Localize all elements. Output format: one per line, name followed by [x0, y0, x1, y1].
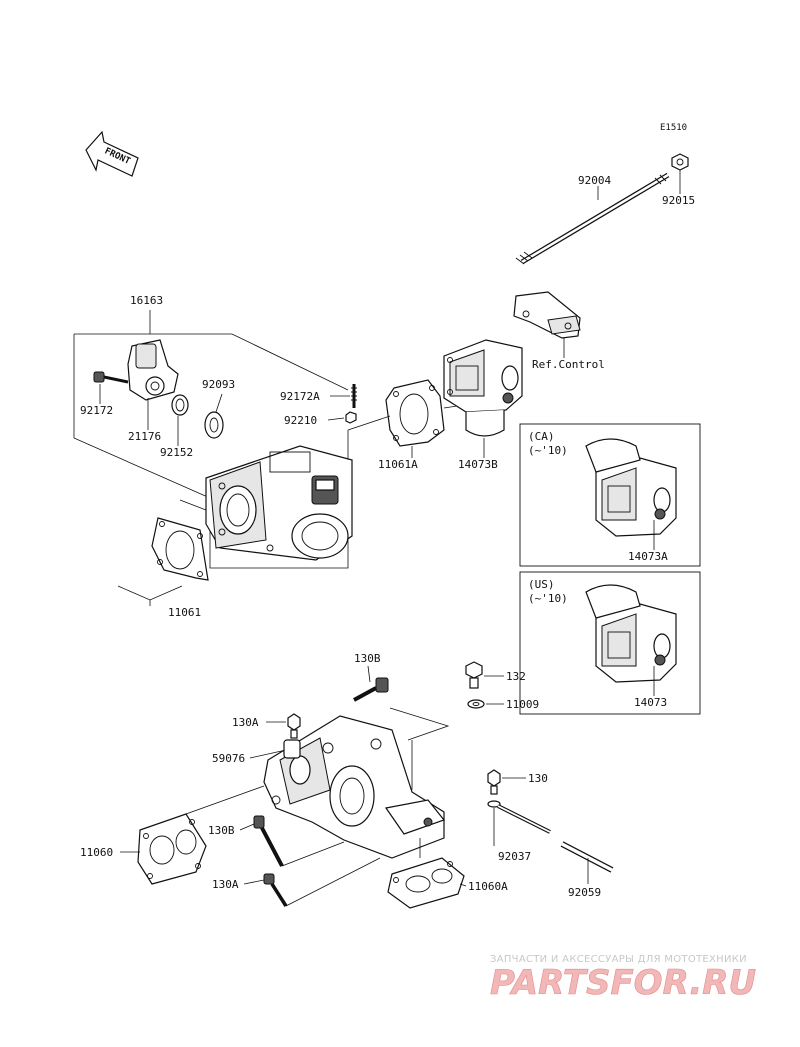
label-11060: 11060 [80, 846, 113, 859]
variant-ca-line2: (~'10) [528, 444, 568, 457]
throttle-body [205, 445, 353, 561]
label-130B-top: 130B [354, 652, 381, 665]
holder-14073 [585, 584, 677, 683]
nut-92015-icon [671, 153, 689, 171]
holder-14073A [585, 438, 677, 537]
variant-ca-line1: (CA) [528, 430, 555, 443]
bolt-130A-top-icon [287, 713, 301, 739]
screw-92172A-icon [351, 384, 357, 408]
label-16163: 16163 [130, 294, 163, 307]
bolt-130A-bottom-icon [263, 873, 288, 907]
gasket-11061 [151, 517, 209, 581]
label-92152: 92152 [160, 446, 193, 459]
label-11060A: 11060A [468, 880, 508, 893]
screw-92172-icon [93, 371, 129, 384]
label-92015: 92015 [662, 194, 695, 207]
label-92172A: 92172A [280, 390, 320, 403]
control-bracket [513, 291, 581, 339]
bolt-130B-bottom-icon [253, 815, 284, 867]
label-92059: 92059 [568, 886, 601, 899]
ref-control-label: Ref.Control [532, 358, 605, 371]
diagram-code: E1510 [660, 123, 687, 133]
bolt-130-icon [487, 769, 501, 795]
gasket-11061A [385, 379, 445, 447]
nut-92210-icon [345, 411, 357, 424]
label-92210: 92210 [284, 414, 317, 427]
front-arrow-icon: FRONT [85, 130, 139, 177]
label-132: 132 [506, 670, 526, 683]
throttle-sensor-21176 [127, 339, 179, 401]
variant-us-line1: (US) [528, 578, 555, 591]
rod-92004 [515, 172, 670, 265]
o-ring-92152-icon [171, 394, 189, 416]
label-92093: 92093 [202, 378, 235, 391]
label-14073B: 14073B [458, 458, 498, 471]
pipe-92059 [560, 841, 614, 873]
watermark-tagline: ЗАПЧАСТИ И АКСЕССУАРЫ ДЛЯ МОТОТЕХНИКИ [490, 954, 747, 965]
label-130: 130 [528, 772, 548, 785]
label-14073A: 14073A [628, 550, 668, 563]
label-59076: 59076 [212, 752, 245, 765]
label-92004: 92004 [578, 174, 611, 187]
label-130A-top: 130A [232, 716, 259, 729]
label-11009: 11009 [506, 698, 539, 711]
variant-us-line2: (~'10) [528, 592, 568, 605]
label-130B-bottom: 130B [208, 824, 235, 837]
variant-us-box [519, 571, 701, 715]
watermark-logo: PARTSFOR.RU [490, 963, 756, 1003]
bolt-132-icon [465, 661, 483, 689]
label-11061: 11061 [168, 606, 201, 619]
label-92037: 92037 [498, 850, 531, 863]
label-92172: 92172 [80, 404, 113, 417]
bolt-130B-top-icon [353, 677, 389, 702]
gasket-11060 [137, 813, 207, 885]
washer-11009-icon [467, 699, 485, 709]
label-130A-bottom: 130A [212, 878, 239, 891]
washer-92093-icon [204, 411, 224, 439]
pin-92037 [487, 800, 551, 834]
label-21176: 21176 [128, 430, 161, 443]
label-11061A: 11061A [378, 458, 418, 471]
gasket-11060A [387, 857, 465, 909]
label-14073: 14073 [634, 696, 667, 709]
lower-holder-body [263, 715, 445, 859]
holder-14073B [443, 339, 523, 437]
variant-ca-box [519, 423, 701, 567]
